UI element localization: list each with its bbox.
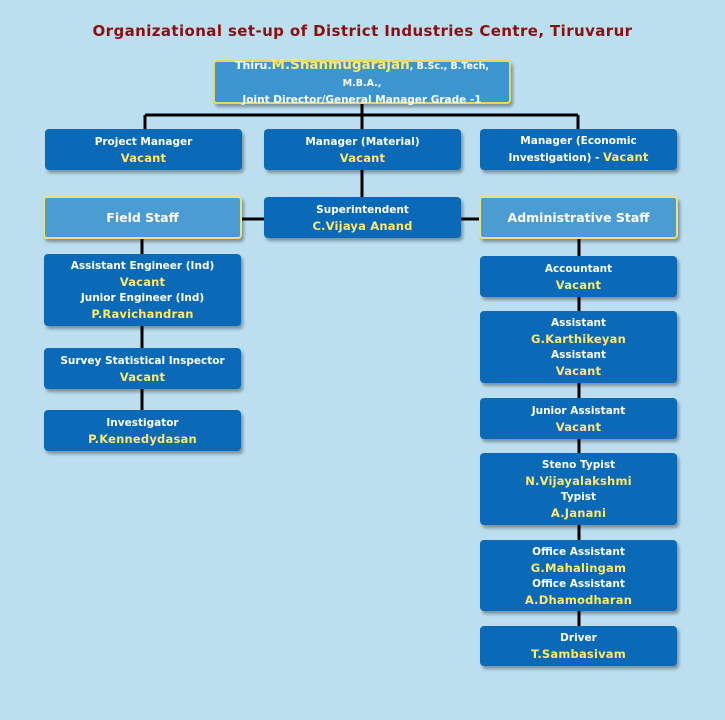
- person-name: A.Janani: [550, 506, 607, 520]
- role-label: Manager (Economic: [520, 135, 637, 147]
- person-name: Vacant: [555, 277, 602, 292]
- chart-title: Organizational set-up of District Indust…: [92, 22, 633, 40]
- field-staff-item: Survey Statistical Inspector Vacant: [44, 348, 241, 389]
- role-label: Office Assistant: [532, 577, 625, 590]
- project-manager-box: Project Manager Vacant: [45, 129, 242, 170]
- head-box: Thiru.M.Shanmugarajan, B.Sc., B.Tech, M.…: [213, 56, 511, 106]
- role-label: Survey Statistical Inspector: [60, 354, 225, 367]
- person-name: Vacant: [119, 275, 166, 289]
- role-label: Typist: [560, 491, 597, 503]
- person-name: A.Dhamodharan: [524, 592, 633, 607]
- role-label: Accountant: [544, 262, 613, 275]
- admin-staff-item: Driver T.Sambasivam: [480, 626, 677, 666]
- superintendent-box: Superintendent C.Vijaya Anand: [264, 197, 461, 238]
- person-name: G.Karthikeyan: [531, 332, 626, 346]
- person-name: Vacant: [120, 150, 167, 165]
- field-staff-item: Assistant Engineer (Ind) Vacant Junior E…: [44, 254, 241, 326]
- admin-staff-header: Administrative Staff: [479, 196, 678, 239]
- admin-staff-item: Office Assistant G.Mahalingam Office Ass…: [480, 540, 677, 611]
- head-designation: Joint Director/General Manager Grade -1: [242, 93, 482, 106]
- admin-staff-item: Junior Assistant Vacant: [480, 398, 677, 439]
- field-staff-item: Investigator P.Kennedydasan: [44, 410, 241, 451]
- role-label: Manager (Material): [305, 135, 420, 148]
- person-name: P.Ravichandran: [91, 307, 194, 321]
- person-name: N.Vijayalakshmi: [525, 474, 632, 488]
- role-label: Superintendent: [316, 203, 409, 216]
- admin-staff-item: Assistant G.Karthikeyan Assistant Vacant: [480, 311, 677, 383]
- head-qualifications: , B.Sc., B.Tech, M.B.A.,: [342, 60, 489, 89]
- manager-economic-box: Manager (Economic Investigation) - Vacan…: [480, 129, 677, 170]
- person-name: Vacant: [555, 419, 602, 434]
- role-label: Investigation) -: [508, 152, 600, 164]
- person-name: Vacant: [555, 364, 602, 378]
- person-name: G.Mahalingam: [530, 560, 627, 575]
- role-label: Junior Assistant: [531, 404, 626, 417]
- person-name: T.Sambasivam: [531, 647, 626, 661]
- admin-staff-item: Steno Typist N.Vijayalakshmi Typist A.Ja…: [480, 453, 677, 525]
- person-name: Vacant: [119, 369, 166, 384]
- head-prefix: Thiru.: [234, 58, 272, 72]
- role-label: Steno Typist: [541, 459, 616, 471]
- person-name: C.Vijaya Anand: [312, 218, 413, 233]
- field-staff-header: Field Staff: [43, 196, 242, 239]
- person-name: Vacant: [339, 150, 386, 165]
- head-name: M.Shanmugarajan: [271, 56, 410, 73]
- role-label: Office Assistant: [532, 545, 625, 558]
- role-label: Assistant Engineer (Ind): [70, 260, 215, 272]
- role-label: Driver: [560, 632, 597, 644]
- manager-material-box: Manager (Material) Vacant: [264, 129, 461, 170]
- role-label: Project Manager: [94, 135, 193, 148]
- person-name: Vacant: [603, 150, 649, 164]
- role-label: Investigator: [106, 416, 179, 429]
- role-label: Assistant: [550, 317, 607, 329]
- role-label: Assistant: [550, 349, 607, 361]
- role-label: Junior Engineer (Ind): [80, 292, 205, 304]
- person-name: P.Kennedydasan: [88, 431, 197, 446]
- admin-staff-item: Accountant Vacant: [480, 256, 677, 297]
